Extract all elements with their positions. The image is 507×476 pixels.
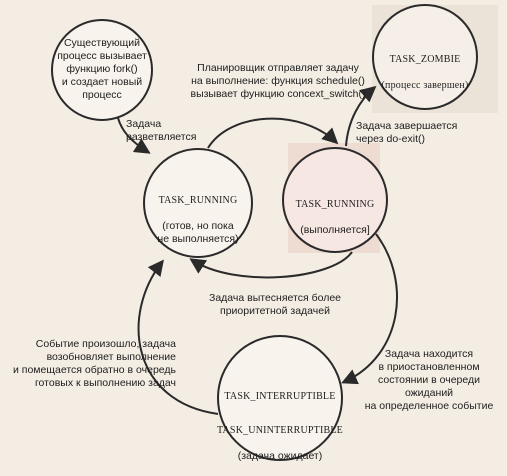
zombie-label: TASK_ZOMBIE (процесс завершен) <box>375 40 475 105</box>
waiting-state-desc: (задача ожидает) <box>237 450 323 462</box>
running-state-name: TASK_RUNNING <box>295 199 375 210</box>
waiting-label: TASK_INTERRUPTIBLE TASK_UNINTERRUPTIBLE … <box>216 377 344 476</box>
exit-label: Задача завершается через do-exit() <box>356 120 458 145</box>
arrow-fork <box>117 117 151 154</box>
existing-process-circle <box>51 19 153 121</box>
existing-process-label: Существующий процесс вызывает функцию fo… <box>57 37 147 101</box>
fork-label: Задача разветвляется <box>126 118 197 143</box>
ready-state-desc: (готов, но пока не выполняется) <box>157 220 239 245</box>
arrow-wakeup <box>137 259 219 415</box>
waiting-state-name-2: TASK_UNINTERRUPTIBLE <box>217 425 343 436</box>
ready-state-name: TASK_RUNNING <box>158 195 238 206</box>
zombie-state-name: TASK_ZOMBIE <box>389 54 461 65</box>
waiting-state-name-1: TASK_INTERRUPTIBLE <box>224 391 336 402</box>
diagram-canvas <box>51 4 498 461</box>
arrow-schedule <box>207 117 339 149</box>
waiting-circle <box>217 335 343 461</box>
ready-label: TASK_RUNNING (готов, но пока не выполняе… <box>150 181 246 259</box>
arrow-sleep <box>341 233 398 385</box>
arrow-exit <box>345 85 377 147</box>
zombie-circle <box>372 4 478 110</box>
arrow-preempt <box>189 251 353 279</box>
ready-circle <box>143 148 253 258</box>
sleep-label: Задача находится в приостановленном сост… <box>364 348 494 412</box>
preempt-label: Задача вытесняется более приоритетной за… <box>209 292 341 317</box>
running-circle <box>282 147 388 253</box>
running-label: TASK_RUNNING (выполняется] <box>288 185 382 250</box>
wakeup-label: Событие произошло, задача возобновляет в… <box>12 338 176 389</box>
zombie-state-desc: (процесс завершен) <box>381 80 469 91</box>
running-state-desc: (выполняется] <box>300 224 370 236</box>
state-diagram: Существующий процесс вызывает функцию fo… <box>12 4 498 462</box>
schedule-label: Планировщик отправляет задачу на выполне… <box>190 62 366 100</box>
